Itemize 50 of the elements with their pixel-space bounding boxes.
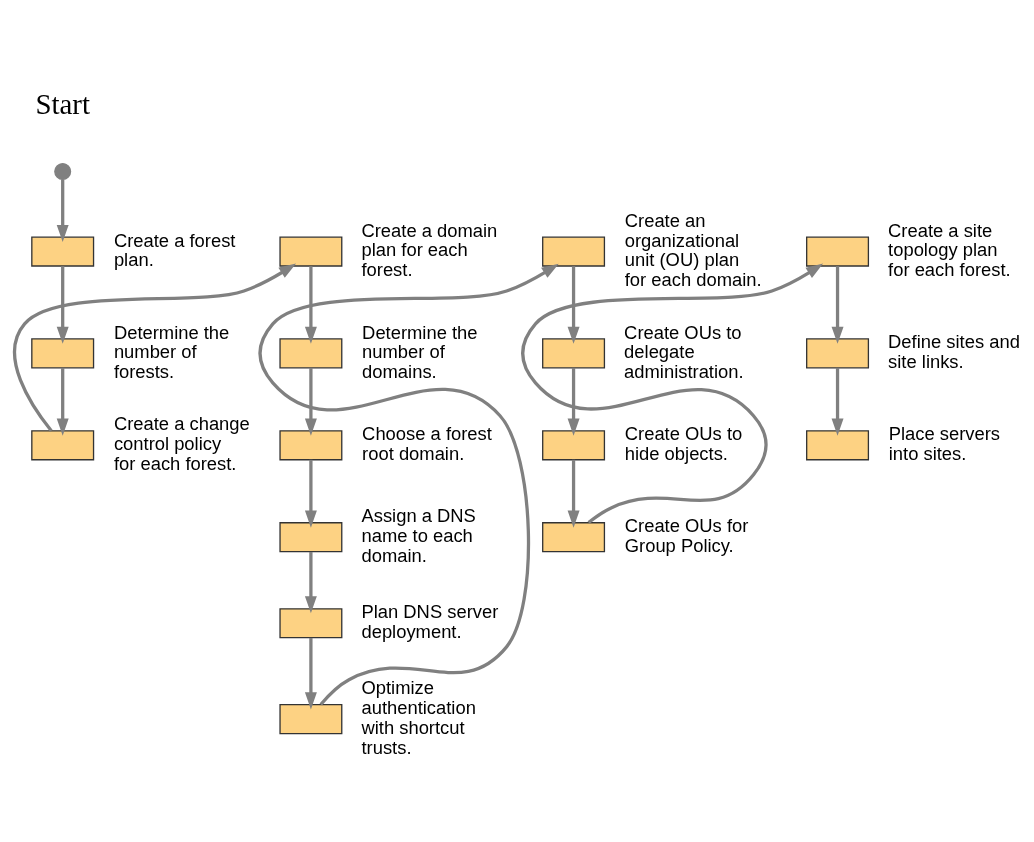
arrow [567,367,580,436]
arrow [567,266,580,344]
node-label: Create a domain plan for each forest. [360,219,497,281]
node-label: Determine the number of domains. [361,321,478,382]
arrow [56,367,69,436]
arrow [304,459,317,528]
node-label: Assign a DNS name to each domain. [360,505,476,566]
node-label: Create a forest plan. [113,229,235,271]
node-box [805,236,869,267]
node-box [541,338,605,369]
node-box [541,236,605,267]
node-label: Create a site topology plan for each forest. [887,219,1011,281]
arrow [56,266,69,344]
node-label: Create OUs to delegate administration. [623,321,744,382]
node-label: Define sites and site links. [887,331,1020,373]
arrow [304,637,317,710]
node-box [278,522,342,553]
node-circle [53,162,71,180]
node-label: Determine the number of forests. [113,321,229,382]
node-box [541,430,605,461]
node-box [278,430,342,461]
node-box [278,608,342,639]
arrow [257,263,559,706]
arrow [831,266,844,344]
arrow [304,367,317,436]
node-box [541,522,605,553]
node-box [278,236,342,267]
arrow [12,263,296,432]
node-label: Optimize authentication with shortcut trusts. [360,677,476,758]
node-box [278,338,342,369]
node-label: Create a change control policy for each forest. [113,413,250,474]
node-label: Choose a forest root domain. [361,423,492,465]
arrow [520,263,823,524]
node-box [805,430,869,461]
arrow [831,367,844,436]
arrow [56,179,69,242]
node-box [30,236,94,267]
node-box [30,430,94,461]
node-box [805,338,869,369]
node-label: Create OUs for Group Policy. [624,515,748,556]
arrow [567,459,580,528]
arrow [304,266,317,344]
node-box [30,338,94,369]
node-label: Start [34,88,90,121]
arrow [304,551,317,614]
node-label: Plan DNS server deployment. [360,601,498,642]
node-box [278,704,342,735]
node-label: Place servers into sites. [888,423,1000,465]
node-label: Create OUs to hide objects. [624,423,742,465]
node-label: Create an organizational unit (OU) plan for each domain. [624,209,762,290]
